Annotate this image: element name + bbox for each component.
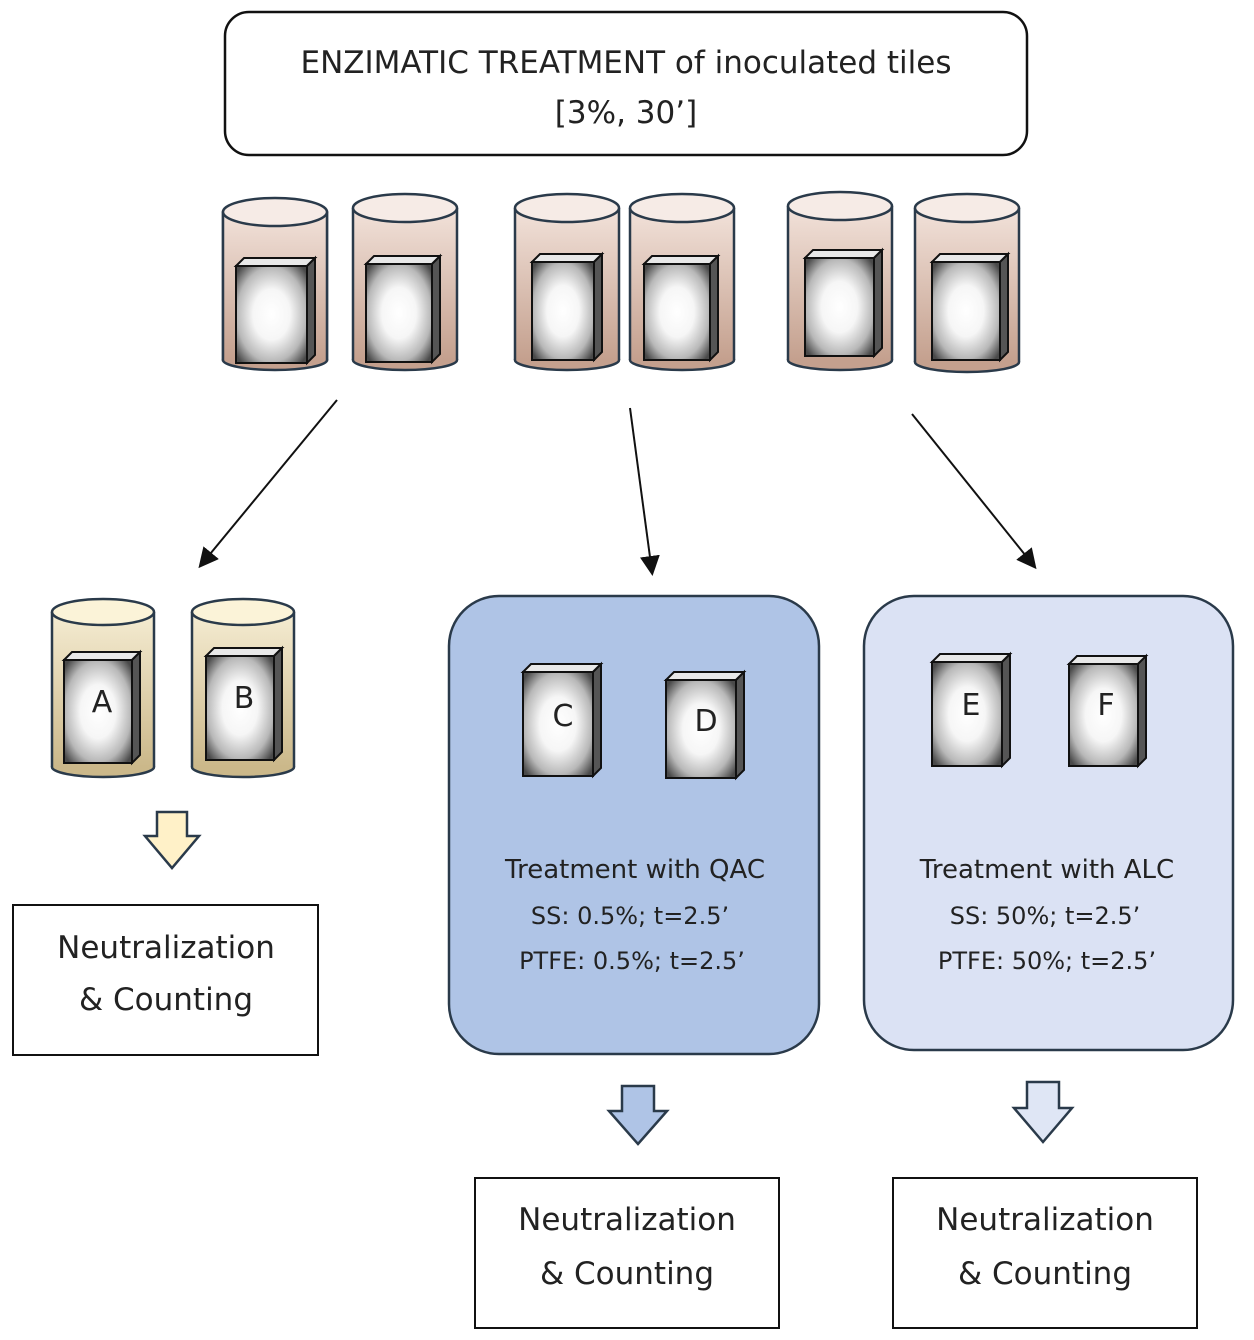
tile-icon	[529, 251, 605, 363]
enzymatic-beakers	[221, 190, 1021, 374]
enzyme-beaker-3	[513, 192, 621, 372]
result-label-line1: Neutralization	[57, 930, 275, 966]
tile-label: B	[234, 681, 255, 716]
tile-d: D	[663, 669, 747, 781]
alc-group: E F Treatment with ALC SS: 50%; t=2.5’ P…	[862, 594, 1235, 1329]
tile-label: A	[92, 685, 113, 720]
tile-b: B	[203, 645, 285, 763]
alc-title: Treatment with ALC	[919, 855, 1174, 885]
header-subtitle: [3%, 30’]	[555, 95, 697, 131]
tile-label: D	[694, 704, 717, 739]
tile-f: F	[1066, 653, 1149, 769]
result-label-line2: & Counting	[79, 982, 253, 1018]
alc-ptfe-condition: PTFE: 50%; t=2.5’	[938, 947, 1156, 975]
qac-panel	[447, 594, 821, 1056]
result-label-line2: & Counting	[958, 1256, 1132, 1292]
connector-arrows	[198, 399, 1037, 576]
header-box: ENZIMATIC TREATMENT of inoculated tiles …	[223, 10, 1029, 157]
enzyme-beaker-5	[786, 190, 894, 372]
enzyme-beaker-6	[913, 192, 1021, 374]
alc-ss-condition: SS: 50%; t=2.5’	[950, 902, 1141, 930]
result-label-line2: & Counting	[540, 1256, 714, 1292]
qac-ptfe-condition: PTFE: 0.5%; t=2.5’	[519, 947, 745, 975]
qac-ss-condition: SS: 0.5%; t=2.5’	[531, 902, 729, 930]
arrow-to-qac	[629, 407, 660, 576]
tile-icon	[363, 253, 443, 365]
tile-label: E	[962, 688, 981, 723]
arrow-to-control	[198, 399, 338, 569]
control-group: A B Neutralization & Counting	[12, 597, 319, 1056]
control-beaker-b: B	[190, 597, 296, 779]
enzyme-beaker-2	[351, 192, 459, 372]
tile-icon	[929, 251, 1011, 363]
tile-c: C	[520, 661, 604, 779]
qac-title: Treatment with QAC	[504, 855, 765, 885]
tile-label: C	[553, 699, 574, 734]
qac-group: C D Treatment with QAC SS: 0.5%; t=2.5’ …	[447, 594, 821, 1329]
enzyme-beaker-4	[628, 192, 736, 372]
enzyme-beaker-1	[221, 196, 329, 372]
result-label-line1: Neutralization	[518, 1202, 736, 1238]
tile-e: E	[929, 651, 1013, 769]
alc-panel	[862, 594, 1235, 1052]
control-beaker-a: A	[50, 597, 156, 779]
alc-result-box: Neutralization & Counting	[892, 1177, 1198, 1329]
control-down-arrow	[142, 810, 202, 870]
tile-icon	[802, 247, 885, 359]
control-result-box: Neutralization & Counting	[12, 904, 319, 1056]
header-title: ENZIMATIC TREATMENT of inoculated tiles	[300, 45, 951, 81]
arrow-to-alc	[911, 413, 1037, 570]
tile-label: F	[1097, 688, 1114, 723]
qac-result-box: Neutralization & Counting	[474, 1177, 780, 1329]
qac-down-arrow	[606, 1084, 670, 1146]
tile-icon	[641, 253, 721, 363]
tile-a: A	[61, 649, 143, 766]
tile-icon	[233, 255, 318, 366]
result-label-line1: Neutralization	[936, 1202, 1154, 1238]
alc-down-arrow	[1011, 1080, 1075, 1144]
